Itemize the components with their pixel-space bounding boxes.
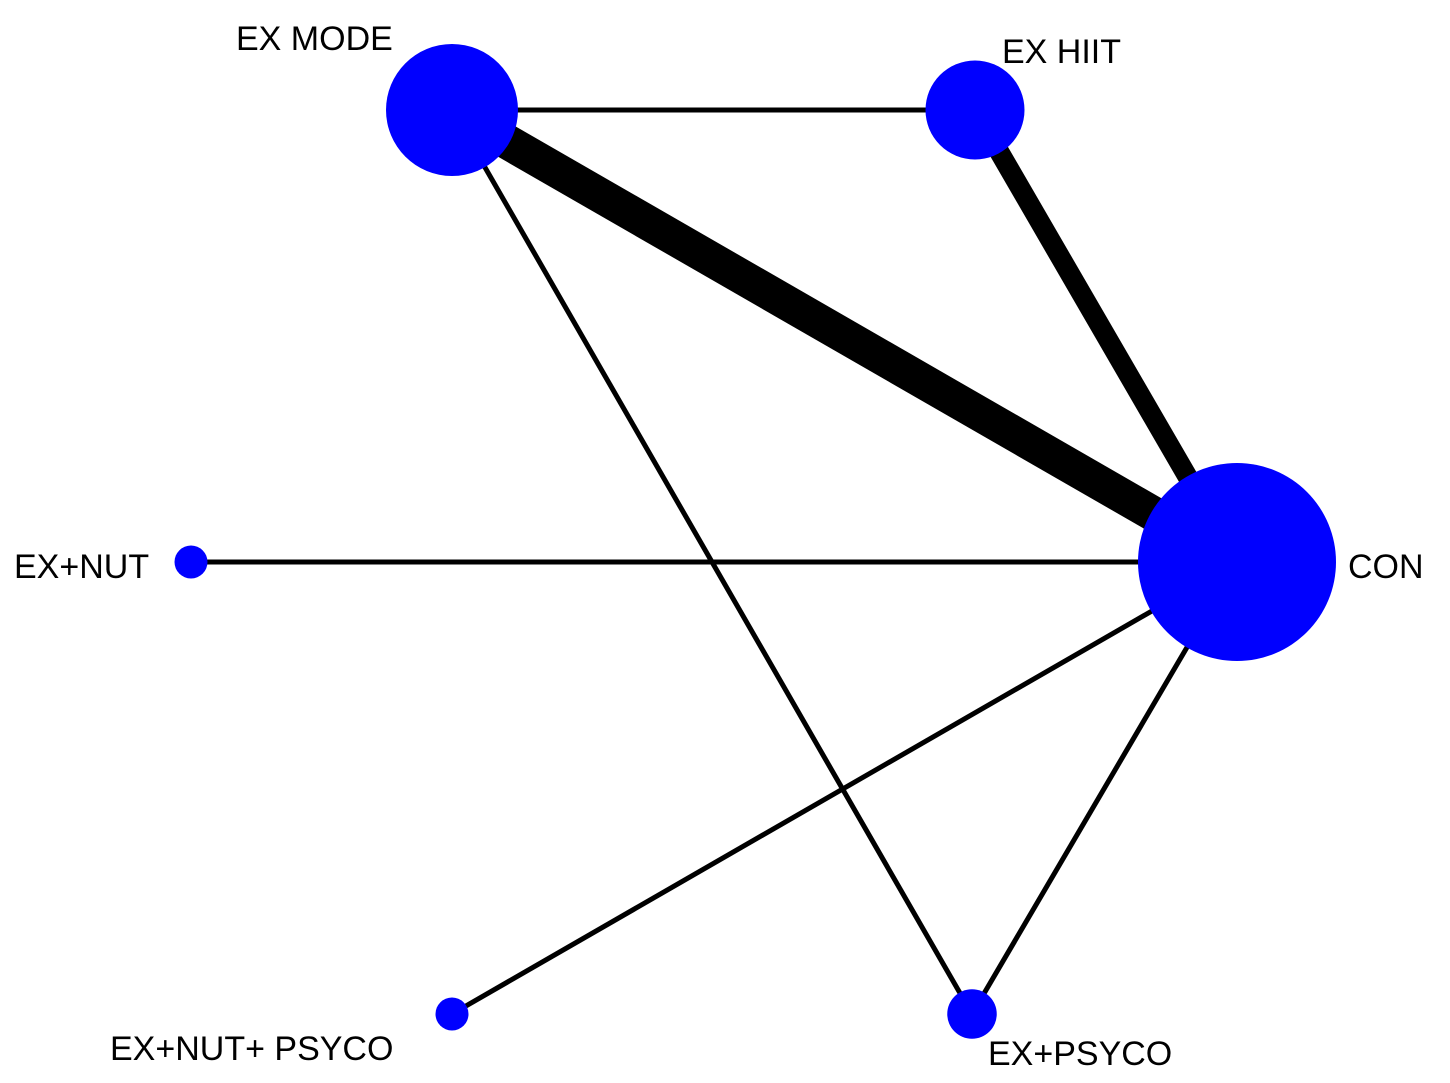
labels-group: EX MODE EX HIIT CON EX+NUT EX+NUT+ PSYCO… bbox=[14, 20, 1424, 1073]
node-ex-nut bbox=[174, 545, 208, 579]
node-ex-psyco bbox=[947, 989, 997, 1039]
node-ex-hiit bbox=[925, 60, 1025, 160]
node-label-ex-hiit: EX HIIT bbox=[1002, 33, 1121, 71]
node-label-ex-nut: EX+NUT bbox=[14, 548, 149, 586]
node-label-con: CON bbox=[1348, 548, 1424, 586]
edges-group bbox=[191, 94, 1246, 1017]
node-label-ex-mode: EX MODE bbox=[236, 20, 393, 58]
nodes-group bbox=[174, 44, 1336, 1039]
node-label-ex-psyco: EX+PSYCO bbox=[988, 1035, 1172, 1073]
edge-ex-nut-psyco-con bbox=[450, 559, 1239, 1017]
node-con bbox=[1138, 463, 1336, 661]
node-ex-mode bbox=[386, 44, 518, 176]
node-label-ex-nut-psyco: EX+NUT+ PSYCO bbox=[110, 1030, 393, 1068]
node-ex-nut-psyco bbox=[435, 997, 469, 1031]
edge-ex-mode-con bbox=[443, 94, 1246, 578]
